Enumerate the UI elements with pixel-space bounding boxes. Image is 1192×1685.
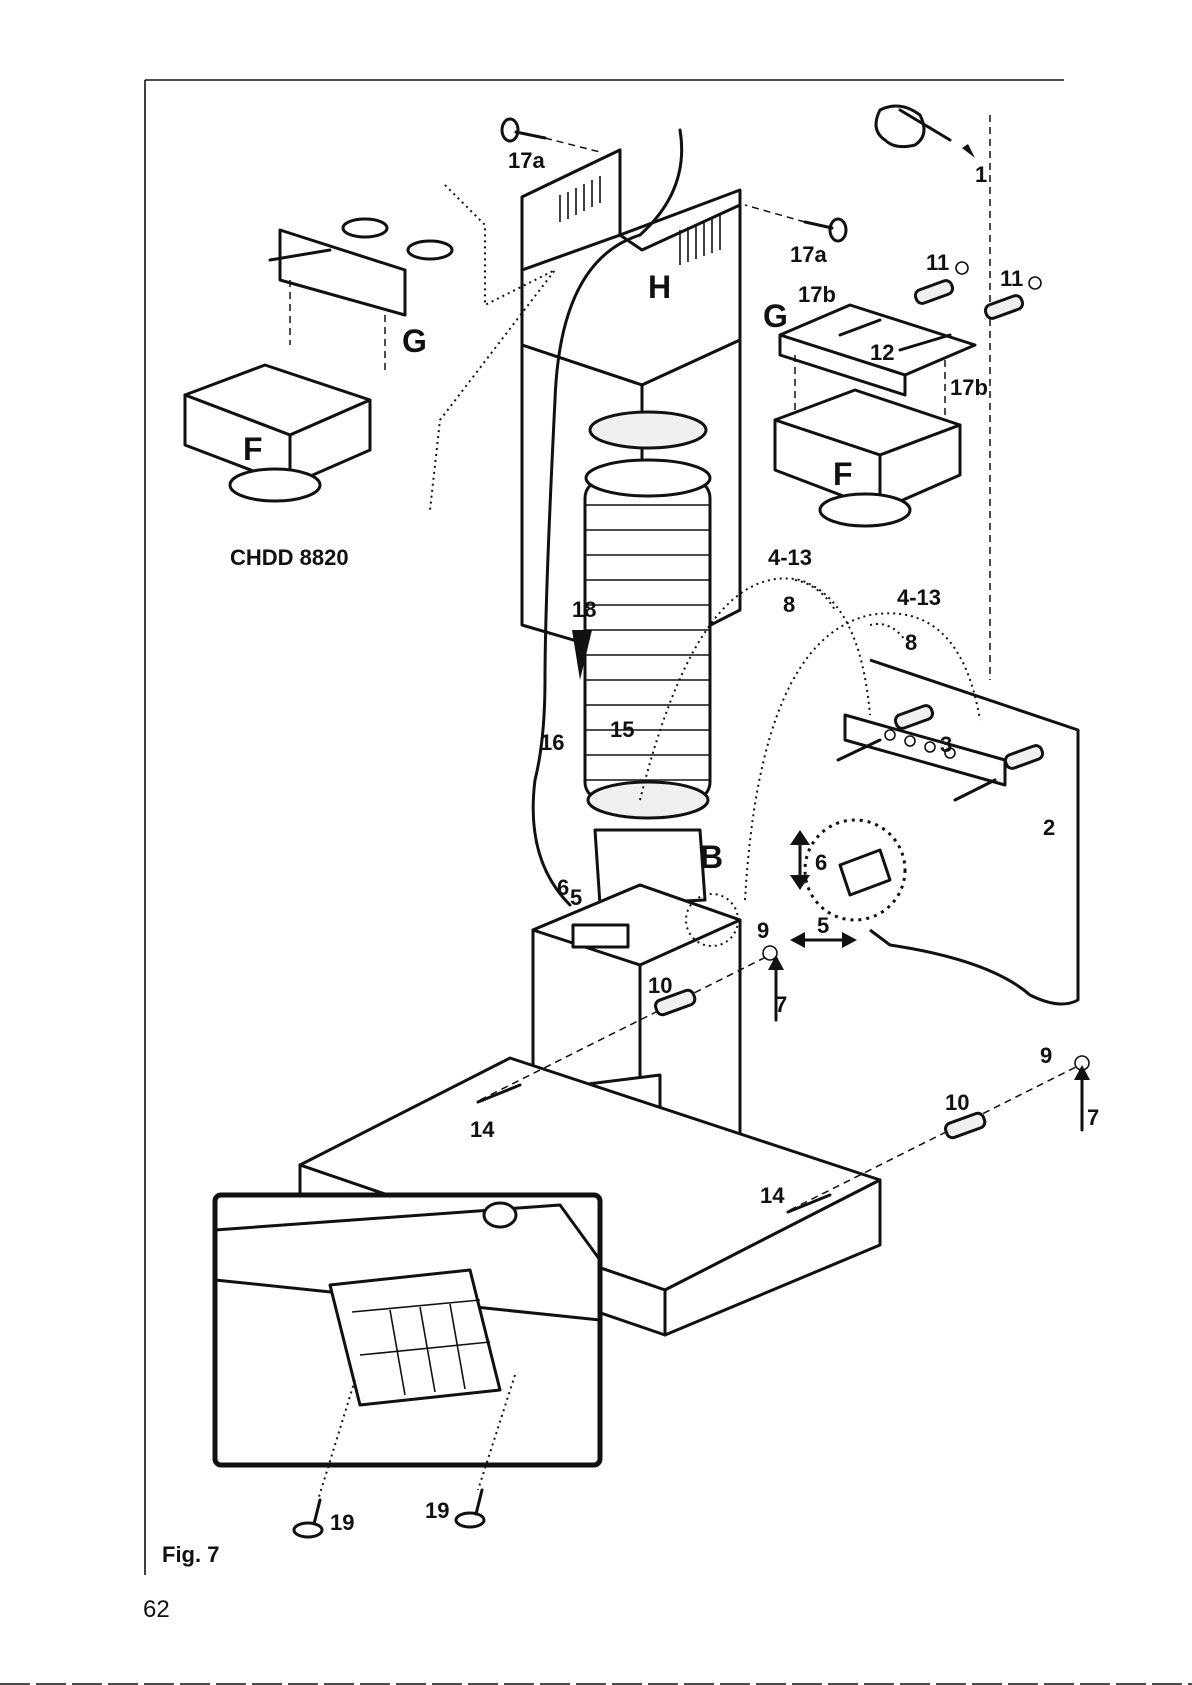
label-14-right: 14 — [760, 1183, 785, 1208]
letter-b: B — [700, 839, 723, 875]
label-19-right: 19 — [425, 1498, 449, 1523]
label-17a-top: 17a — [508, 148, 545, 173]
label-4-13-b: 4-13 — [897, 585, 941, 610]
left-filter-box-f — [185, 365, 370, 501]
hand-pencil-icon — [876, 106, 975, 158]
label-11-a: 11 — [926, 250, 949, 275]
label-8-a: 8 — [783, 592, 795, 617]
fixing-dowel-right — [788, 1056, 1090, 1212]
label-1: 1 — [975, 162, 987, 187]
label-16: 16 — [540, 730, 564, 755]
letter-g-left: G — [402, 323, 427, 359]
label-10-right: 10 — [945, 1090, 969, 1115]
label-12: 12 — [870, 340, 894, 365]
wall-plate — [838, 660, 1078, 1004]
flexible-duct — [585, 412, 710, 905]
label-5-detail: 5 — [817, 913, 829, 938]
label-6-detail: 6 — [815, 850, 827, 875]
label-18: 18 — [572, 597, 596, 622]
label-15: 15 — [610, 717, 634, 742]
label-8-b: 8 — [905, 630, 917, 655]
model-label: CHDD 8820 — [230, 545, 349, 570]
screw-17a-right — [745, 205, 846, 241]
label-3: 3 — [940, 732, 952, 757]
letter-h: H — [648, 269, 671, 305]
letter-f-right: F — [833, 456, 853, 492]
label-9-right: 9 — [1040, 1043, 1052, 1068]
label-7-right: 7 — [1087, 1105, 1099, 1130]
letter-g-right: G — [763, 298, 788, 334]
label-6-body: 6 — [557, 875, 569, 900]
figure-caption: Fig. 7 — [162, 1542, 219, 1567]
label-19-left: 19 — [330, 1510, 354, 1535]
page-number: 62 — [143, 1596, 170, 1623]
label-14-left: 14 — [470, 1117, 495, 1142]
label-7-center: 7 — [775, 992, 787, 1017]
label-17b-right: 17b — [950, 375, 988, 400]
right-filter-box-f — [775, 390, 960, 526]
label-9-center: 9 — [757, 918, 769, 943]
label-4-13-a: 4-13 — [768, 545, 812, 570]
label-17a-right: 17a — [790, 242, 827, 267]
letter-f-left: F — [243, 431, 263, 467]
label-10-center: 10 — [648, 973, 672, 998]
label-5-body: 5 — [570, 885, 582, 910]
label-17b-top: 17b — [798, 282, 836, 307]
label-2: 2 — [1043, 815, 1055, 840]
label-11-b: 11 — [1000, 266, 1023, 291]
upper-chimney-h — [522, 150, 740, 385]
filter-detail-inset — [215, 1195, 600, 1465]
